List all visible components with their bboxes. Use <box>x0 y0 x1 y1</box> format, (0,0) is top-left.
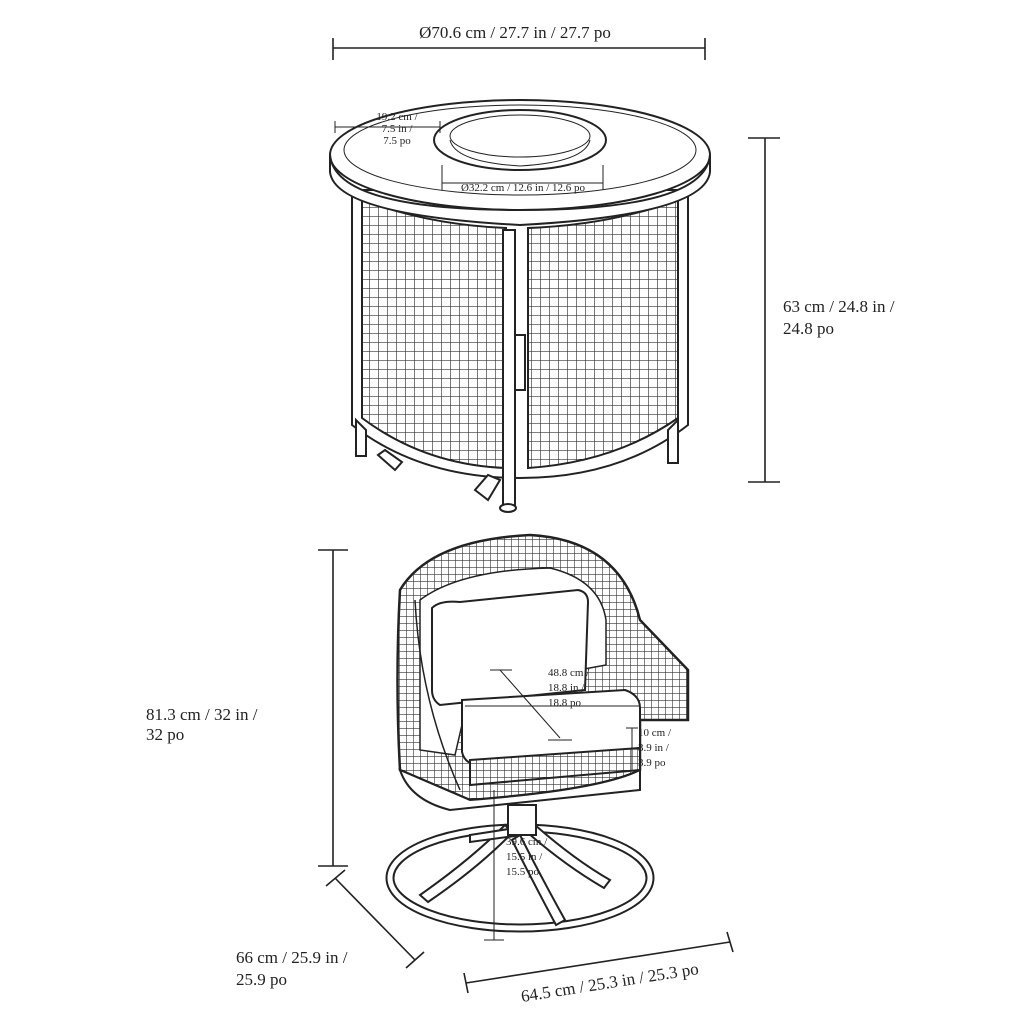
table-height-label-line2: 24.8 po <box>783 319 834 338</box>
chair-depth-dimension: 66 cm / 25.9 in / 25.9 po <box>236 869 425 989</box>
table-top <box>329 99 711 227</box>
chair-height-label-line2: 32 po <box>146 725 184 744</box>
cushion-label-line2: 3.9 in / <box>638 742 670 754</box>
seat-height-dimension: 39.6 cm / 15.5 in / 15.5 po <box>484 790 548 941</box>
seat-depth-label-line1: 48.8 cm / <box>548 667 590 679</box>
table-diameter-dimension: Ø70.6 cm / 27.7 in / 27.7 po <box>332 23 706 60</box>
table-height-label-line1: 63 cm / 24.8 in / <box>783 297 895 316</box>
seat-depth-dimension: 48.8 cm / 18.8 in / 18.8 po <box>490 667 590 741</box>
swivel-chair: 48.8 cm / 18.8 in / 18.8 po 10 cm / 3.9 … <box>146 533 734 1006</box>
chair-depth-label-line1: 66 cm / 25.9 in / <box>236 948 348 967</box>
cushion-thickness-dimension: 10 cm / 3.9 in / 3.9 po <box>626 727 672 770</box>
seat-depth-label-line3: 18.8 po <box>548 697 582 709</box>
fire-table: Ø70.6 cm / 27.7 in / 27.7 po <box>329 23 895 513</box>
chair-swivel-base <box>385 804 655 933</box>
chair-depth-label-line2: 25.9 po <box>236 970 287 989</box>
burner-diameter-label: Ø32.2 cm / 12.6 in / 12.6 po <box>461 182 586 194</box>
seat-height-label-line1: 39.6 cm / <box>506 836 548 848</box>
rim-label-line1: 19.2 cm / <box>376 111 418 123</box>
chair-width-label: 64.5 cm / 25.3 in / 25.3 po <box>520 959 700 1006</box>
chair-height-label-line1: 81.3 cm / 32 in / <box>146 705 258 724</box>
chair-height-dimension: 81.3 cm / 32 in / 32 po <box>146 549 348 867</box>
burner-diameter-dimension: Ø32.2 cm / 12.6 in / 12.6 po <box>441 165 604 194</box>
table-diameter-label: Ø70.6 cm / 27.7 in / 27.7 po <box>419 23 611 42</box>
rim-width-dimension: 19.2 cm / 7.5 in / 7.5 po <box>334 111 441 147</box>
seat-height-label-line3: 15.5 po <box>506 866 540 878</box>
rim-label-line3: 7.5 po <box>383 135 411 147</box>
seat-depth-label-line2: 18.8 in / <box>548 682 585 694</box>
rim-label-line2: 7.5 in / <box>382 123 414 135</box>
cushion-label-line3: 3.9 po <box>638 757 666 769</box>
cushion-label-line1: 10 cm / <box>638 727 672 739</box>
table-basket <box>351 189 689 513</box>
chair-width-dimension: 64.5 cm / 25.3 in / 25.3 po <box>463 931 734 1006</box>
seat-height-label-line2: 15.5 in / <box>506 851 543 863</box>
table-height-dimension: 63 cm / 24.8 in / 24.8 po <box>748 137 895 483</box>
